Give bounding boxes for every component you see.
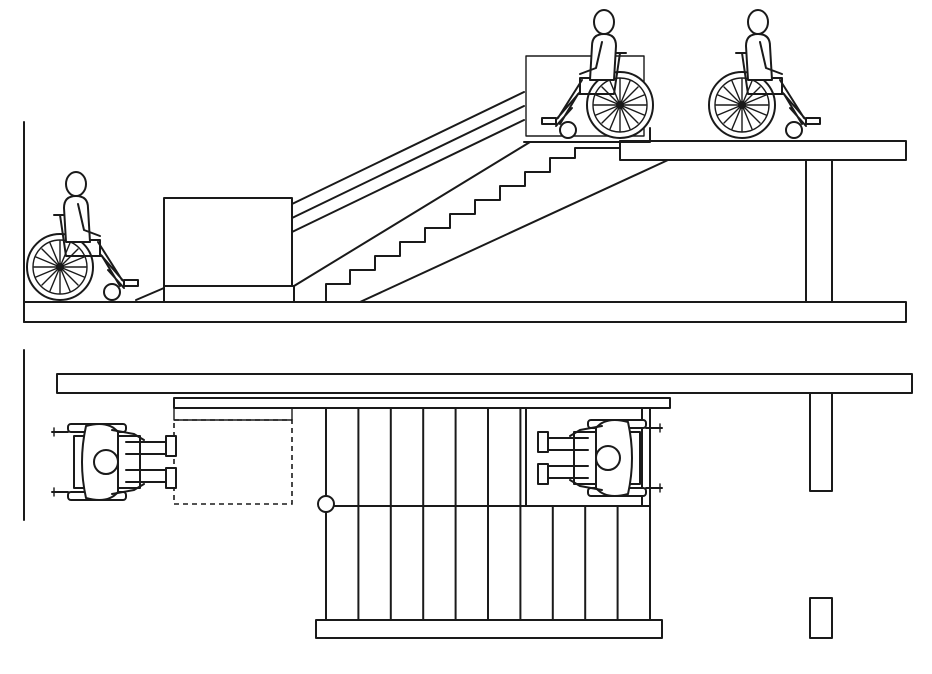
- plan-column-foot: [809, 597, 833, 639]
- plan-wheelchair-user-left: [51, 423, 177, 501]
- stair-steps: [325, 140, 621, 303]
- floor-slab: [23, 301, 907, 323]
- lift-platform-deck-lower: [163, 285, 295, 303]
- wheelchair-user-landing: [708, 9, 821, 139]
- plan-lift-platform-dashed: [173, 419, 293, 505]
- landing-slab: [619, 140, 907, 161]
- plan-bottom-slab: [315, 619, 663, 639]
- plan-view: [23, 349, 913, 639]
- support-column: [805, 159, 833, 303]
- plan-landing-edge: [173, 397, 671, 409]
- plan-upper-slab: [56, 373, 913, 394]
- guide-rails: [291, 91, 525, 233]
- wheelchair-user-on-lift: [541, 9, 654, 139]
- lift-platform-lower: [163, 197, 293, 287]
- wheelchair-user-lower: [26, 171, 139, 301]
- elevation-view: [23, 9, 907, 323]
- plan-column: [809, 392, 833, 492]
- drive-track: [293, 141, 531, 287]
- lower-ramp: [135, 287, 165, 301]
- lift-platform-deck-upper: [523, 127, 651, 143]
- stair-underside: [359, 159, 669, 303]
- plan-landing-strip: [173, 407, 293, 421]
- plan-rail-post: [317, 495, 335, 513]
